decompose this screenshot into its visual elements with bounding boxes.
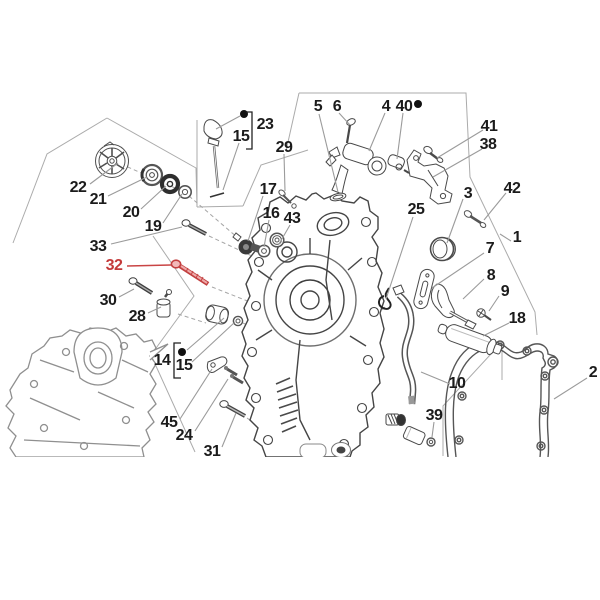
screw-29 [278,189,297,209]
part-label-18[interactable]: 18 [508,310,526,327]
washer-39 [426,437,436,447]
bolt-33 [181,219,207,236]
part-label-45[interactable]: 45 [160,414,178,431]
washer-43 [269,232,285,248]
pulley-22 [95,141,129,178]
kit-dot-14 [178,348,186,356]
part-label-15-top[interactable]: 15 [232,128,250,145]
kit-dot-40 [414,100,422,108]
cover-bolt-ears [246,216,380,450]
part-label-7[interactable]: 7 [485,240,495,257]
gear-hatch-detail [275,377,299,433]
gasket-drawing [444,340,559,457]
part-label-39[interactable]: 39 [425,407,443,424]
part-label-9[interactable]: 9 [500,283,510,300]
spring-pin-39 [385,413,406,426]
bracket-14-15 [173,342,181,379]
part-label-43[interactable]: 43 [283,210,301,227]
part-label-30[interactable]: 30 [99,292,117,309]
part-40 [387,154,410,174]
gasket-bolt-holes [454,340,559,451]
part-label-28[interactable]: 28 [128,308,146,325]
part-label-22[interactable]: 22 [69,179,87,196]
plug-3 [429,236,456,262]
leader-lines [89,112,588,448]
diagram-artwork [5,92,588,457]
washer-15 [232,315,244,327]
part-label-24[interactable]: 24 [175,427,193,444]
leader-line-32-highlighted [126,264,172,267]
part-label-21[interactable]: 21 [89,191,107,208]
bearing-21 [140,163,164,187]
screw-41 [423,145,444,163]
cylinder-18 [437,323,503,356]
part-label-4[interactable]: 4 [381,98,391,115]
part-label-8[interactable]: 8 [486,267,496,284]
bracket-23-15 [246,111,253,150]
part-label-15-bottom[interactable]: 15 [175,357,193,374]
latch-45 [206,356,228,373]
part-label-31[interactable]: 31 [203,443,221,458]
bracket-8 [430,283,477,330]
bolt-30 [128,277,154,295]
screw-42 [463,210,487,228]
gasket-5 [329,192,347,202]
bushing-28 [156,289,172,318]
part-label-3[interactable]: 3 [463,185,473,202]
bearing-20 [159,173,181,195]
part-label-1[interactable]: 1 [512,229,522,246]
bolt-32-highlighted [170,259,210,286]
part-label-25[interactable]: 25 [407,201,425,218]
group-boundary-lines [12,92,538,456]
part-label-38[interactable]: 38 [479,136,497,153]
screw-9 [476,308,492,321]
group-brackets [173,111,253,379]
part-label-19[interactable]: 19 [144,218,162,235]
bottom-cut-parts [299,442,351,457]
bushing-14 [205,304,230,325]
part-label-40[interactable]: 40 [395,98,413,115]
roller-39 [402,425,426,446]
part-label-16[interactable]: 16 [262,205,280,222]
dipstick-23 [203,119,225,198]
part-label-20[interactable]: 20 [122,204,140,221]
bracket-38 [406,149,453,205]
bolt-31 [219,400,246,418]
crankcase-left-drawing [5,327,169,457]
hose-10 [392,284,417,405]
part-label-14[interactable]: 14 [153,352,171,369]
part-label-41[interactable]: 41 [480,118,498,135]
part-label-29[interactable]: 29 [275,139,293,156]
diagram-viewport: 5 6 4 40 23 15 29 41 38 22 21 20 19 17 1… [5,92,598,458]
clutch-cover-drawing [241,192,385,457]
part-label-17[interactable]: 17 [259,181,277,198]
part-label-2[interactable]: 2 [588,364,598,381]
part-label-42[interactable]: 42 [503,180,521,197]
part-label-5[interactable]: 5 [313,98,323,115]
oil-pump-4 [325,142,387,195]
kit-dot-23 [240,110,248,118]
part-label-33[interactable]: 33 [89,238,107,255]
part-label-32-highlighted[interactable]: 32 [105,257,123,274]
part-label-23[interactable]: 23 [256,116,274,133]
plate-7 [413,268,435,310]
studs-24 [224,366,244,385]
part-label-10[interactable]: 10 [448,375,466,392]
part-label-6[interactable]: 6 [332,98,342,115]
